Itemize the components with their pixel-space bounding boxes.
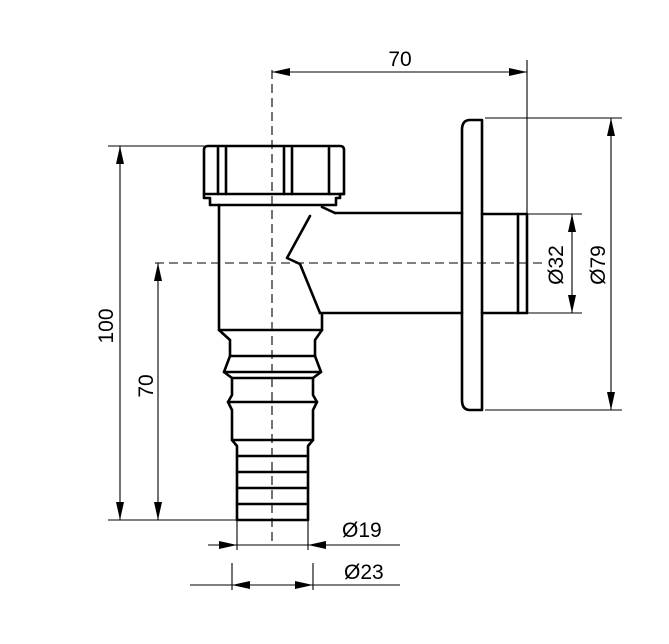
union-nut [202,144,346,207]
dim-depth-label: 70 [388,48,411,71]
dim-outlet-diameter: Ø32 [527,213,582,314]
dim-axis-height-label: 70 [135,374,158,397]
dim-axis-height: 70 [135,263,162,520]
dim-hose-outer-diameter-label: Ø23 [344,561,384,584]
valve-body [217,203,337,332]
dim-depth: 70 [272,48,528,214]
dim-flange-diameter-label: Ø79 [587,245,610,285]
wall-flange [460,118,484,412]
dim-outlet-diameter-label: Ø32 [545,245,568,285]
dim-flange-diameter: Ø79 [485,117,622,411]
dim-total-height: 100 [95,145,237,521]
arm-intersection [285,214,322,315]
dim-hose-inner-diameter: Ø19 [208,519,400,550]
dim-hose-outer-diameter: Ø23 [190,561,400,590]
dim-hose-inner-diameter-label: Ø19 [342,519,382,542]
hose-tail [217,328,324,522]
dim-total-height-label: 100 [95,308,118,343]
